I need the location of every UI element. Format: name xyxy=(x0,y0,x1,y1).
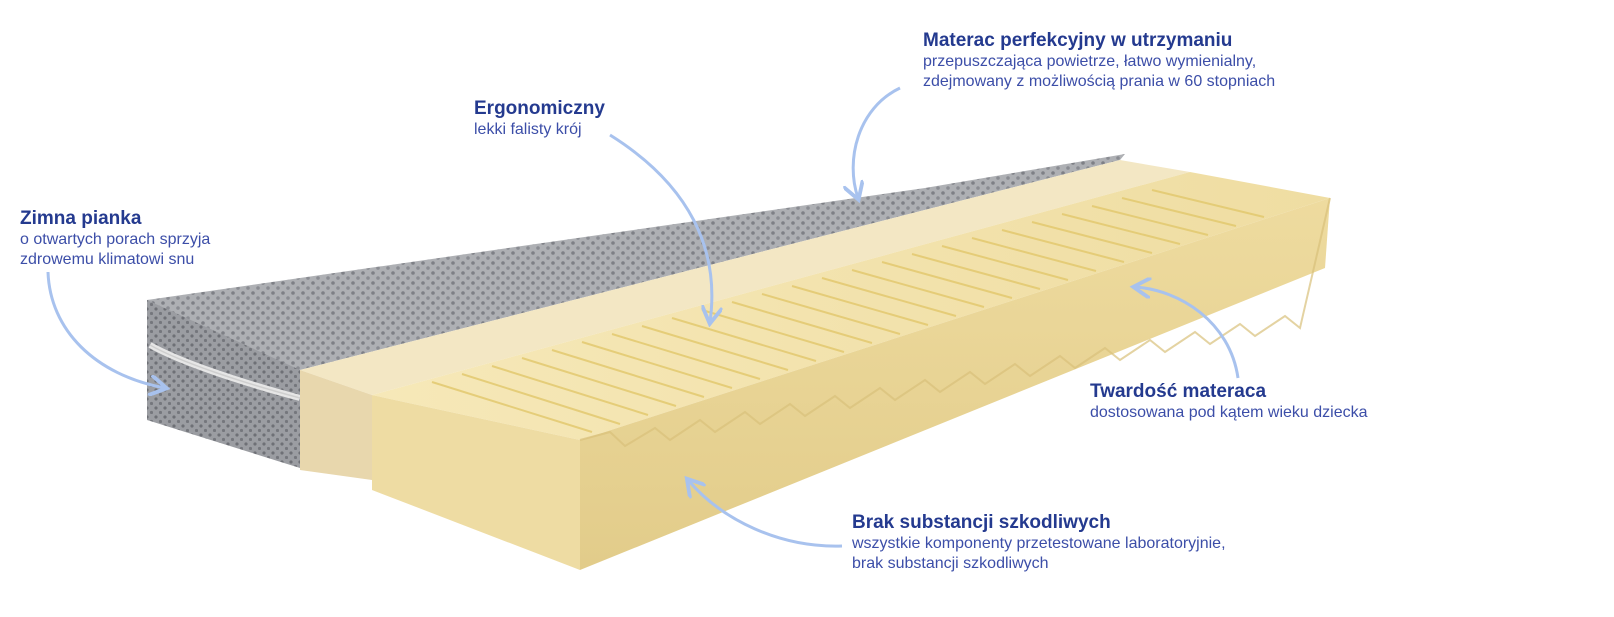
callout-ergonomic: Ergonomiczny lekki falisty krój xyxy=(474,98,605,140)
callout-desc-line: o otwartych porach sprzyja xyxy=(20,231,211,248)
callout-title: Materac perfekcyjny w utrzymaniu xyxy=(923,30,1233,51)
callout-title: Ergonomiczny xyxy=(474,98,605,119)
arrow-no-harmful xyxy=(688,480,843,548)
callout-title: Twardość materaca xyxy=(1090,381,1267,402)
callout-desc-line: zdrowemu klimatowi snu xyxy=(20,251,195,268)
arrow-firmness xyxy=(1135,287,1240,379)
comfort-layer-side xyxy=(300,370,372,480)
callout-title: Brak substancji szkodliwych xyxy=(852,512,1111,533)
comfort-layer-top xyxy=(300,160,1190,395)
callout-desc-line: lekki falisty krój xyxy=(474,121,582,138)
callout-desc-line: brak substancji szkodliwych xyxy=(852,555,1049,572)
callout-firmness: Twardość materaca dostosowana pod kątem … xyxy=(1090,381,1368,423)
callout-desc-line: przepuszczająca powietrze, łatwo wymieni… xyxy=(923,53,1257,70)
callout-desc-line: dostosowana pod kątem wieku dziecka xyxy=(1090,404,1368,421)
cover-side xyxy=(147,300,300,468)
callout-cold-foam: Zimna pianka o otwartych porach sprzyja … xyxy=(20,208,210,270)
arrow-maintenance xyxy=(853,86,901,198)
arrow-cold-foam xyxy=(46,271,165,388)
foam-top-surface xyxy=(372,172,1330,440)
callout-desc-line: zdejmowany z możliwością prania w 60 sto… xyxy=(923,73,1276,90)
cover-top-surface xyxy=(147,154,1125,370)
foam-end-face xyxy=(372,395,580,570)
foam-wave-ribs xyxy=(431,189,1265,433)
foam-front-wave-edge xyxy=(579,197,1331,448)
callout-title: Zimna pianka xyxy=(20,208,142,229)
arrow-ergonomic xyxy=(609,133,712,322)
callout-desc-line: wszystkie komponenty przetestowane labor… xyxy=(852,535,1226,552)
callout-maintenance: Materac perfekcyjny w utrzymaniu przepus… xyxy=(923,30,1275,92)
callout-no-harmful: Brak substancji szkodliwych wszystkie ko… xyxy=(852,512,1226,574)
